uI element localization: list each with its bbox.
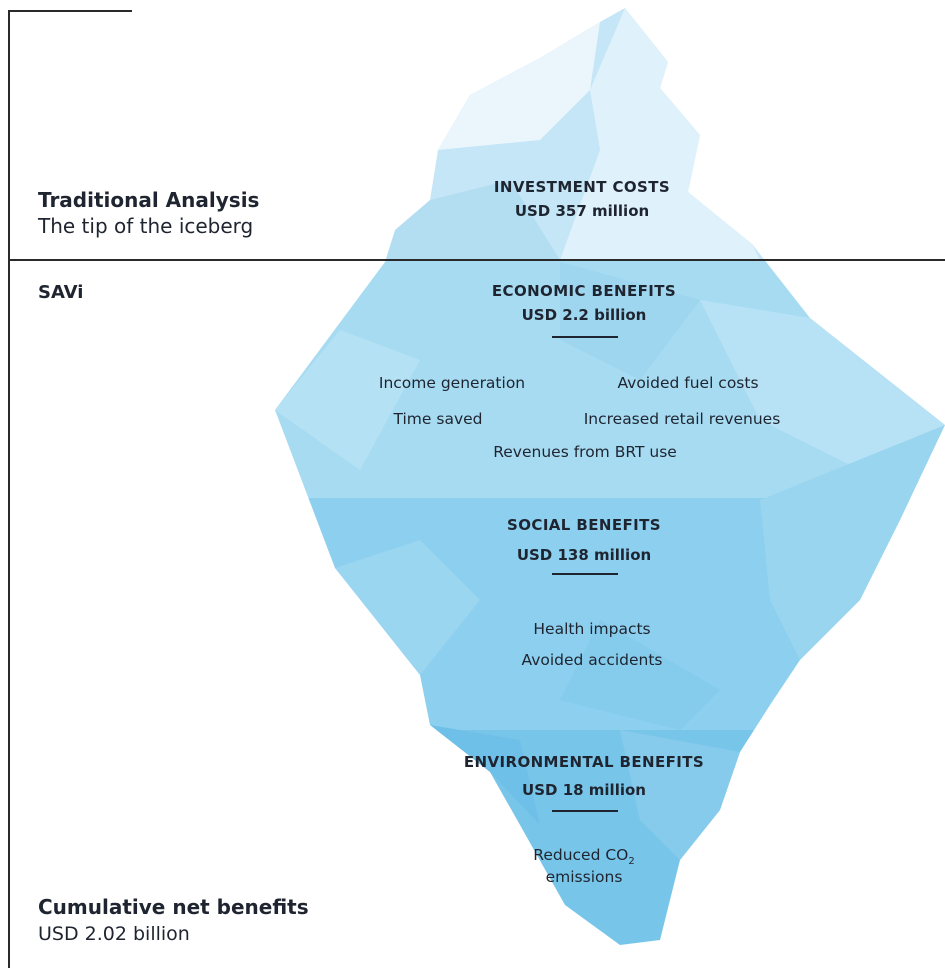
frame-left-edge: [8, 10, 10, 968]
traditional-analysis-subtitle: The tip of the iceberg: [38, 214, 254, 238]
cumulative-net-benefits-value: USD 2.02 billion: [38, 923, 190, 945]
traditional-analysis-title: Traditional Analysis: [38, 188, 260, 212]
investment-costs-amount: USD 357 million: [514, 202, 650, 220]
environmental-divider: [552, 810, 618, 812]
social-benefits-amount: USD 138 million: [516, 546, 652, 564]
economic-item-time-saved: Time saved: [393, 410, 483, 428]
environmental-item-reduced-co2: Reduced CO2: [533, 846, 635, 867]
economic-benefits-amount: USD 2.2 billion: [521, 306, 647, 324]
environmental-benefits-amount: USD 18 million: [522, 781, 646, 799]
economic-item-income-generation: Income generation: [378, 374, 526, 392]
investment-costs-heading: INVESTMENT COSTS: [493, 178, 671, 196]
waterline: [8, 259, 945, 261]
co2-subscript: 2: [628, 856, 635, 868]
social-benefits-heading: SOCIAL BENEFITS: [507, 516, 661, 534]
cumulative-net-benefits-title: Cumulative net benefits: [38, 895, 309, 919]
social-item-health-impacts: Health impacts: [533, 620, 651, 638]
environmental-item-emissions: emissions: [545, 868, 623, 886]
economic-divider: [552, 336, 618, 338]
economic-benefits-heading: ECONOMIC BENEFITS: [491, 282, 677, 300]
economic-item-avoided-fuel-costs: Avoided fuel costs: [617, 374, 759, 392]
frame-top-stub: [8, 10, 132, 12]
savi-label: SAVi: [38, 282, 84, 303]
social-item-avoided-accidents: Avoided accidents: [521, 651, 663, 669]
economic-item-revenues-from-brt-use: Revenues from BRT use: [493, 443, 677, 461]
social-divider: [552, 573, 618, 575]
economic-item-increased-retail-revenues: Increased retail revenues: [583, 410, 781, 428]
environmental-benefits-heading: ENVIRONMENTAL BENEFITS: [463, 753, 705, 771]
reduced-co-text: Reduced CO: [533, 846, 629, 864]
